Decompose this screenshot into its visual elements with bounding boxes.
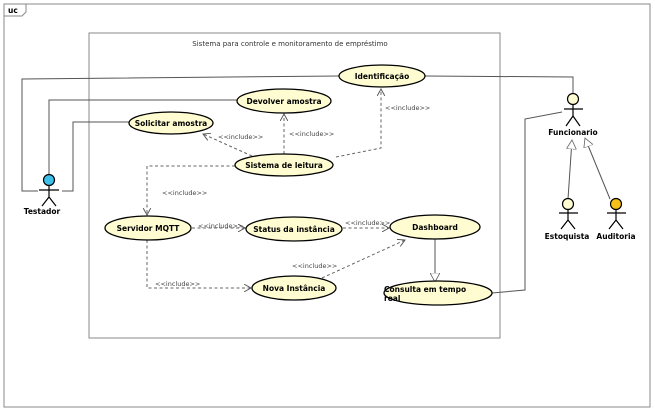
actor-testador[interactable]: Testador — [24, 173, 61, 217]
assoc-funcionario-identificacao — [424, 75, 574, 93]
use-case-label: Nova Instância — [263, 284, 326, 293]
use-case-consulta-em-tempo-real[interactable]: Consulta em tempo real — [383, 280, 493, 306]
include-label: <<include>> — [345, 219, 390, 227]
frame-label: uc — [8, 6, 18, 15]
actor-head-icon — [42, 173, 56, 187]
actor-funcionario[interactable]: Funcionario — [548, 92, 598, 138]
include-servidor — [147, 165, 235, 215]
include-dashboard-nova — [321, 240, 405, 279]
use-case-label: Consulta em tempo — [384, 285, 466, 294]
actor-label: Auditoria — [596, 232, 635, 241]
actor-head-icon — [561, 197, 575, 211]
use-case-identificacao[interactable]: Identificação — [338, 64, 426, 88]
include-label: <<include>> — [198, 222, 243, 230]
include-label: <<include>> — [292, 262, 337, 270]
use-case-label: Solicitar amostra — [135, 119, 208, 128]
assoc-funcionario-consulta — [491, 111, 563, 294]
actor-head-icon — [566, 92, 580, 106]
actor-estoquista[interactable]: Estoquista — [545, 197, 590, 242]
include-label: <<include>> — [385, 104, 430, 112]
use-case-label: Dashboard — [412, 223, 458, 232]
include-label: <<include>> — [155, 280, 200, 288]
include-nova — [146, 240, 251, 288]
use-case-label: Servidor MQTT — [117, 224, 181, 233]
use-case-label: Identificação — [355, 72, 409, 81]
use-case-status-da-instancia[interactable]: Status da instância — [245, 216, 343, 242]
assoc-testador-solicitar — [62, 121, 129, 192]
use-case-solicitar-amostra[interactable]: Solicitar amostra — [128, 111, 214, 135]
include-label: <<include>> — [218, 133, 263, 141]
use-case-servidor-mqtt[interactable]: Servidor MQTT — [104, 215, 192, 241]
assoc-testador-identificacao — [21, 75, 341, 192]
use-case-sistema-de-leitura[interactable]: Sistema de leitura — [234, 153, 334, 177]
generalization-auditoria — [585, 138, 611, 200]
actor-label: Estoquista — [545, 232, 590, 241]
include-label: <<include>> — [162, 189, 207, 197]
actor-head-icon — [609, 197, 623, 211]
use-case-label: Status da instância — [253, 225, 335, 234]
include-identificacao — [335, 89, 381, 158]
generalization-estoquista — [568, 140, 572, 200]
actor-label: Testador — [24, 207, 61, 216]
include-label: <<include>> — [289, 130, 334, 138]
use-case-label: real — [384, 294, 400, 303]
use-case-devolver-amostra[interactable]: Devolver amostra — [236, 88, 332, 114]
actor-label: Funcionario — [548, 128, 597, 137]
include-solicitar — [203, 134, 253, 157]
frame-tab — [4, 4, 27, 17]
use-case-dashboard[interactable]: Dashboard — [389, 214, 481, 240]
assoc-testador-devolver — [48, 99, 237, 175]
use-case-label: Sistema de leitura — [245, 161, 323, 170]
system-title: Sistema para controle e monitoramento de… — [192, 40, 387, 48]
actor-auditoria[interactable]: Auditoria — [596, 197, 636, 242]
use-case-nova-instancia[interactable]: Nova Instância — [251, 275, 337, 301]
use-case-label: Devolver amostra — [246, 97, 321, 106]
